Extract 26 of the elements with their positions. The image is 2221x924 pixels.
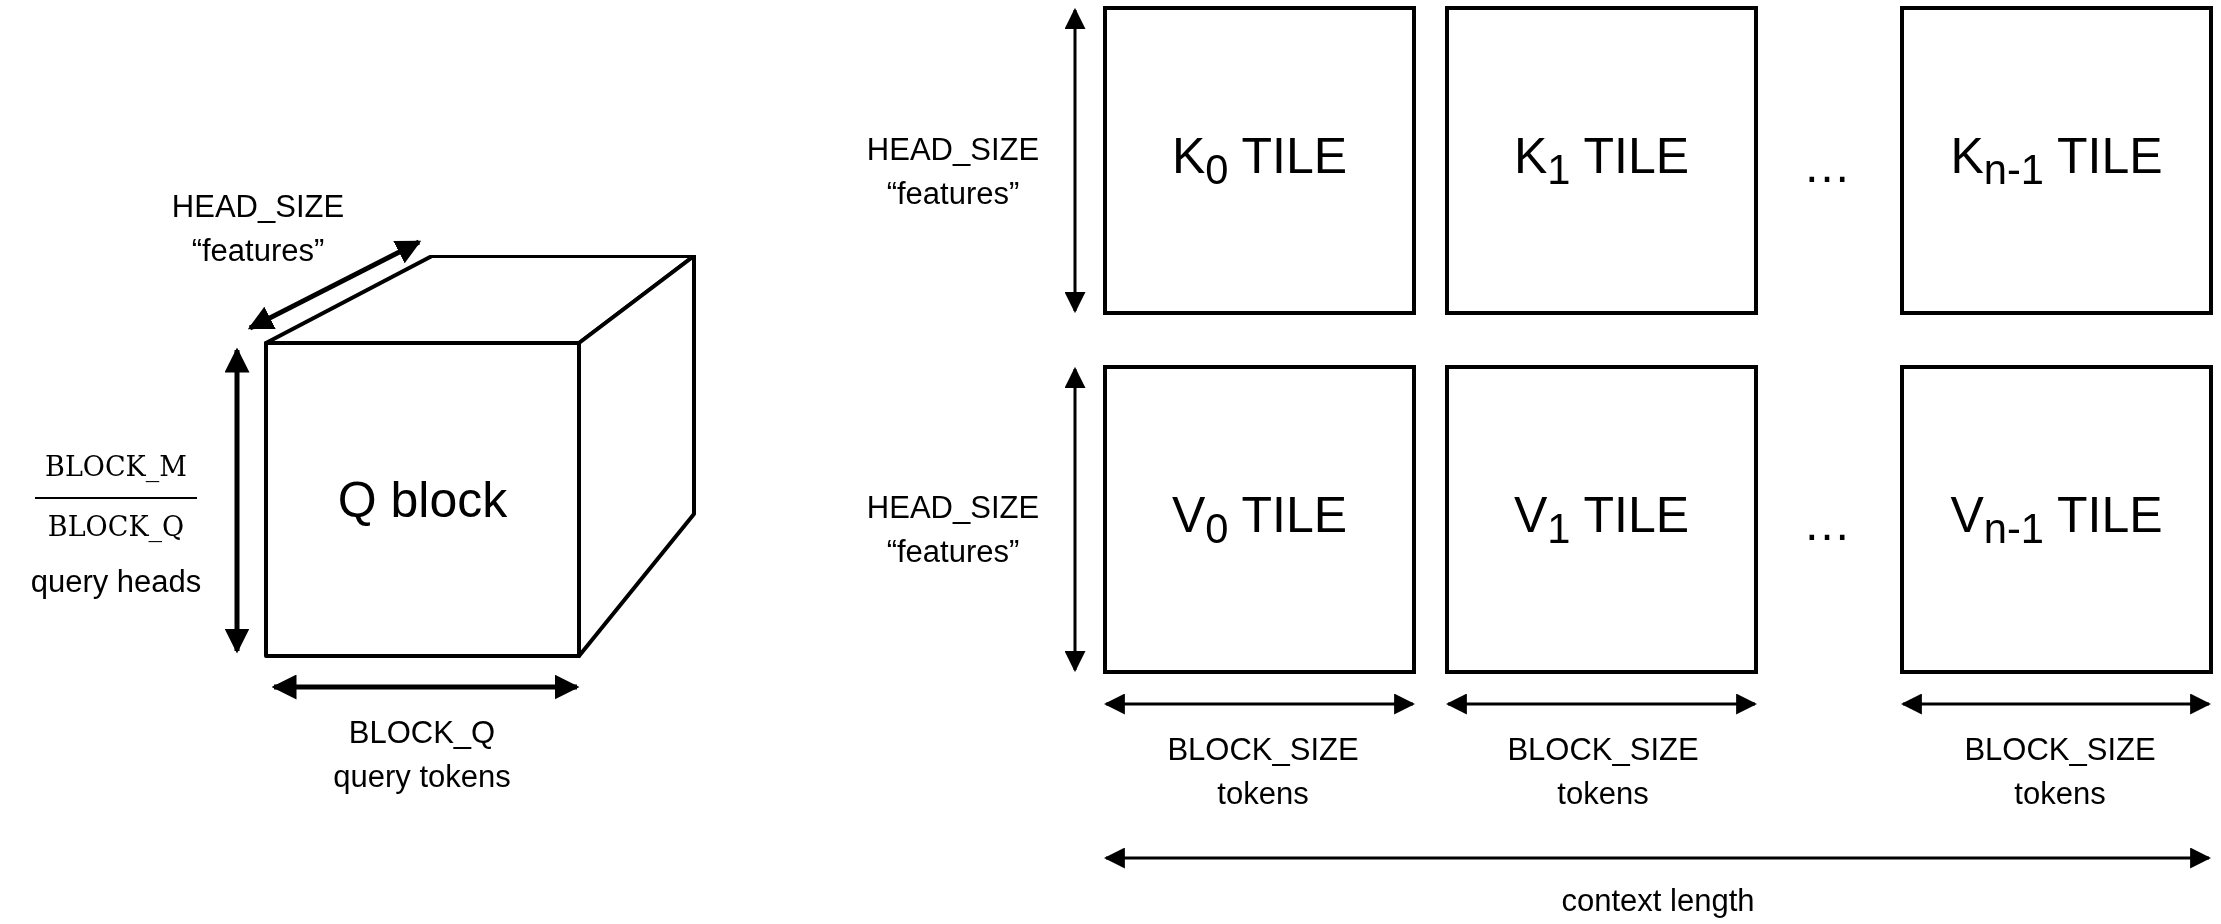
tile-box [1103, 6, 1416, 315]
dimension-label: BLOCK_SIZE tokens [1167, 731, 1359, 813]
tile-box [1900, 6, 2213, 315]
dimension-label: BLOCK_Q query tokens [333, 714, 511, 796]
tile-label: K$_{0}$ TILE [1171, 127, 1348, 194]
dimension-label: BLOCK_SIZE tokens [1507, 731, 1699, 813]
dimension-label: query heads [30, 563, 202, 601]
block-label: Q block [337, 470, 508, 529]
dimension-label: context length [1561, 882, 1755, 920]
dimension-label: BLOCK_M [45, 450, 187, 484]
dimension-label: BLOCK_SIZE tokens [1964, 731, 2156, 813]
dimension-label: HEAD_SIZE “features” [171, 188, 345, 270]
dimension-label: HEAD_SIZE “features” [866, 131, 1040, 213]
tile-box [1900, 365, 2213, 674]
tile-label: K$_{n-1}$ TILE [1950, 127, 2163, 194]
dimension-label: BLOCK_Q [47, 510, 185, 544]
tile-box [1445, 365, 1758, 674]
tile-box [1103, 365, 1416, 674]
tile-label: V$_{1}$ TILE [1513, 486, 1690, 553]
tile-label: K$_{1}$ TILE [1513, 127, 1690, 194]
tile-label: V$_{n-1}$ TILE [1950, 486, 2163, 553]
ellipsis: … [1803, 144, 1851, 188]
tile-label: V$_{0}$ TILE [1171, 486, 1348, 553]
tile-box [1445, 6, 1758, 315]
ellipsis: … [1803, 502, 1851, 546]
dimension-label: HEAD_SIZE “features” [866, 489, 1040, 571]
